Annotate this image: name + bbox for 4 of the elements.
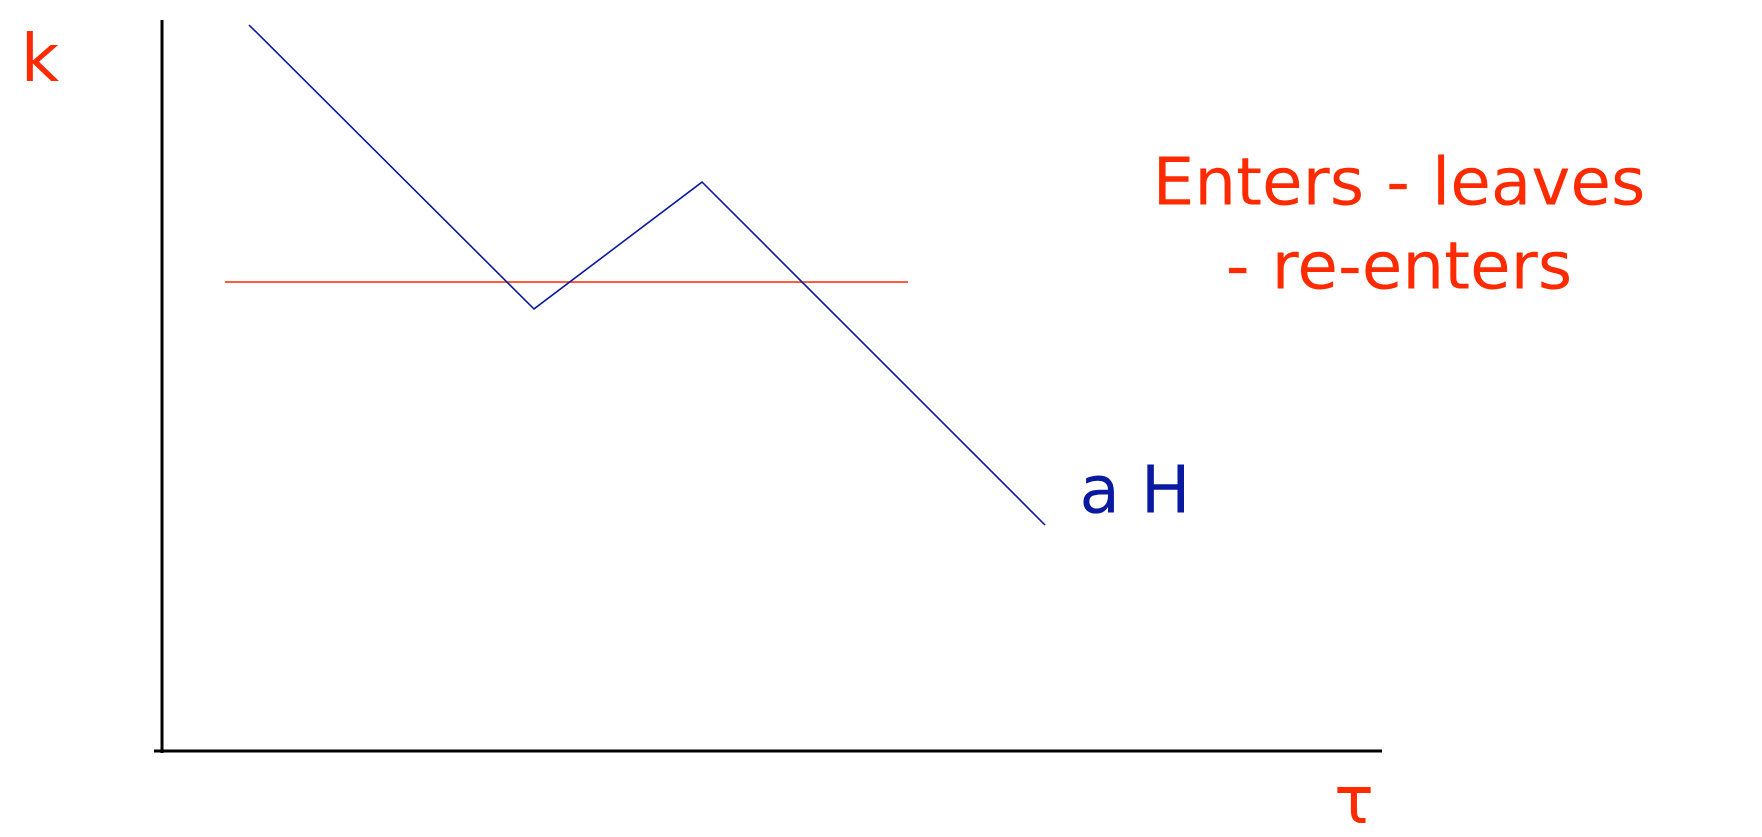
- annotation-text: Enters - leaves - re-enters: [1159, 154, 1643, 290]
- curve-label: a H: [1083, 464, 1184, 514]
- axis-label: τ: [1337, 786, 1371, 824]
- axis-label: k: [26, 30, 59, 82]
